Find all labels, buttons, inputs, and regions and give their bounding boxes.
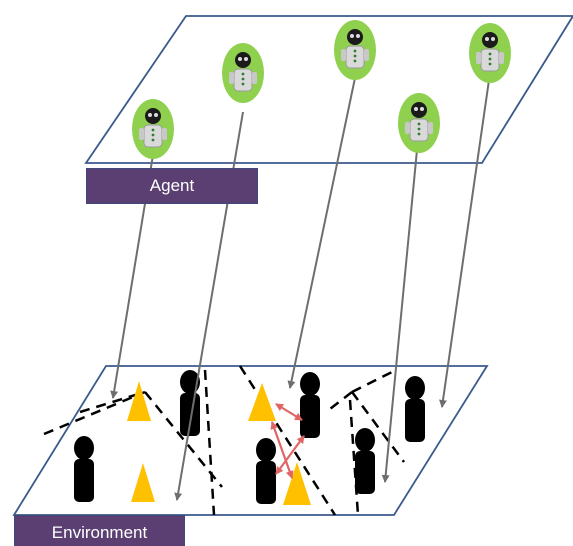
cone-icon: [127, 381, 311, 505]
robot-icon: [333, 19, 377, 81]
person-icon: [300, 372, 320, 438]
robot-icon: [221, 42, 265, 104]
robot-icon: [131, 98, 175, 160]
agent-label: Agent: [86, 168, 258, 204]
environment-label: Environment: [14, 515, 185, 546]
person-icon: [256, 438, 276, 504]
person-icon: [355, 428, 375, 494]
interaction-arrows: [270, 403, 305, 479]
person-icon: [405, 376, 425, 442]
person-icon: [74, 436, 94, 502]
agent-plane: [84, 15, 573, 164]
robot-icon: [468, 22, 512, 84]
robot-icon: [397, 92, 441, 154]
